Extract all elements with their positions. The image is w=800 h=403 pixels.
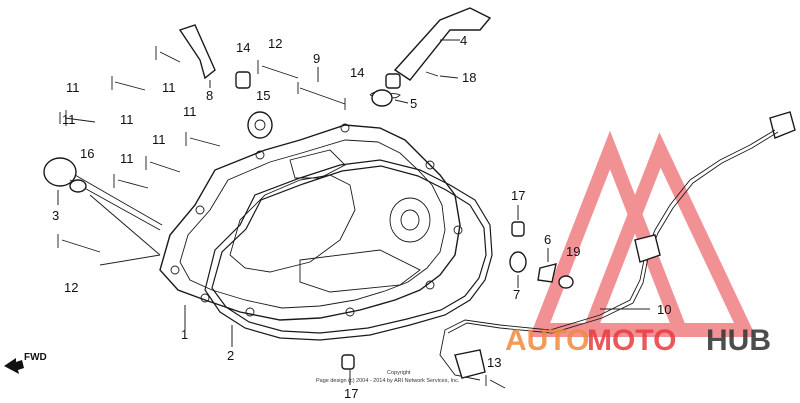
- crankcase-cover: [159, 123, 463, 321]
- copyright-line1: Copyright: [387, 370, 411, 376]
- callout-13: 13: [487, 355, 501, 370]
- callout-17b: 17: [344, 386, 358, 401]
- callout-4: 4: [460, 33, 467, 48]
- callout-14b: 14: [350, 65, 364, 80]
- callout-10: 10: [657, 302, 671, 317]
- callout-8: 8: [206, 88, 213, 103]
- callout-18: 18: [462, 70, 476, 85]
- wiring-harness: [439, 111, 796, 381]
- callout-17a: 17: [511, 188, 525, 203]
- watermark-triangle-right: [579, 132, 757, 337]
- leader-lines: [57, 39, 650, 385]
- callout-5: 5: [410, 96, 417, 111]
- callout-7: 7: [513, 287, 520, 302]
- callout-11c: 11: [120, 112, 134, 127]
- watermark-moto: MOTO: [587, 324, 676, 357]
- callout-labels: 1 2 3 4 5 6 7 8 9 10 11 11 11 11 11 11 1…: [52, 33, 671, 401]
- callout-1: 1: [181, 327, 188, 342]
- watermark-auto: AUTO: [505, 324, 589, 357]
- callout-11a: 11: [66, 80, 80, 95]
- callout-2: 2: [227, 348, 234, 363]
- callout-11d: 11: [162, 80, 176, 95]
- forward-arrow: FWD: [4, 352, 47, 374]
- watermark-brand: AUTO MOTO HUB: [505, 324, 771, 357]
- copyright-notice: Copyright Page design (c) 2004 - 2014 by…: [316, 370, 460, 384]
- callout-15: 15: [256, 88, 270, 103]
- callout-19: 19: [566, 244, 580, 259]
- small-parts: [43, 7, 574, 389]
- callout-11g: 11: [120, 151, 134, 166]
- callout-12b: 12: [268, 36, 282, 51]
- callout-11e: 11: [183, 104, 197, 119]
- cover-gasket: [204, 159, 493, 341]
- copyright-line2: Page design (c) 2004 - 2014 by ARI Netwo…: [316, 378, 460, 384]
- callout-9: 9: [313, 51, 320, 66]
- fwd-arrow-icon: [4, 358, 24, 374]
- callout-14a: 14: [236, 40, 250, 55]
- callout-6: 6: [544, 232, 551, 247]
- watermark-hub: HUB: [706, 324, 771, 357]
- fwd-label: FWD: [24, 352, 47, 363]
- callout-3: 3: [52, 208, 59, 223]
- callout-11f: 11: [152, 132, 166, 147]
- callout-12a: 12: [64, 280, 78, 295]
- callout-11b: 11: [62, 112, 76, 127]
- callout-16: 16: [80, 146, 94, 161]
